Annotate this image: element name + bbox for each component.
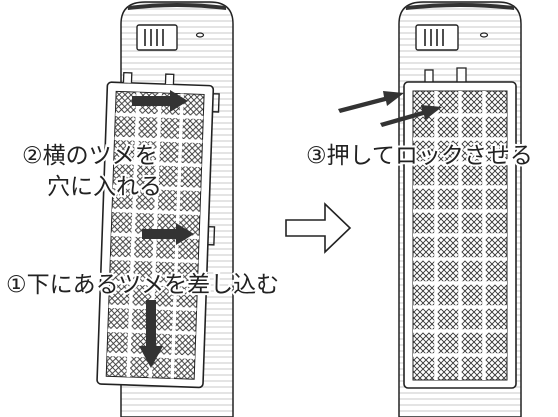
step2-label-line1: ②横のツメを bbox=[20, 141, 160, 171]
right-arrow-outline-icon bbox=[285, 202, 352, 254]
step3-label: ③押してロックさせる bbox=[304, 141, 535, 171]
left-unit bbox=[96, 1, 234, 417]
filter-panel-right bbox=[403, 81, 517, 389]
arrow-side-hook-top bbox=[132, 90, 188, 112]
step1-label: ①下にあるツメを差し込む bbox=[4, 270, 281, 300]
arrow-push-upper bbox=[338, 91, 404, 113]
right-unit bbox=[338, 1, 522, 417]
arrow-side-hook-middle bbox=[142, 223, 194, 245]
step2-label-line2: 穴に入れる bbox=[45, 172, 164, 202]
arrow-bottom-insert bbox=[139, 300, 163, 368]
arrow-push-lower bbox=[380, 105, 442, 127]
